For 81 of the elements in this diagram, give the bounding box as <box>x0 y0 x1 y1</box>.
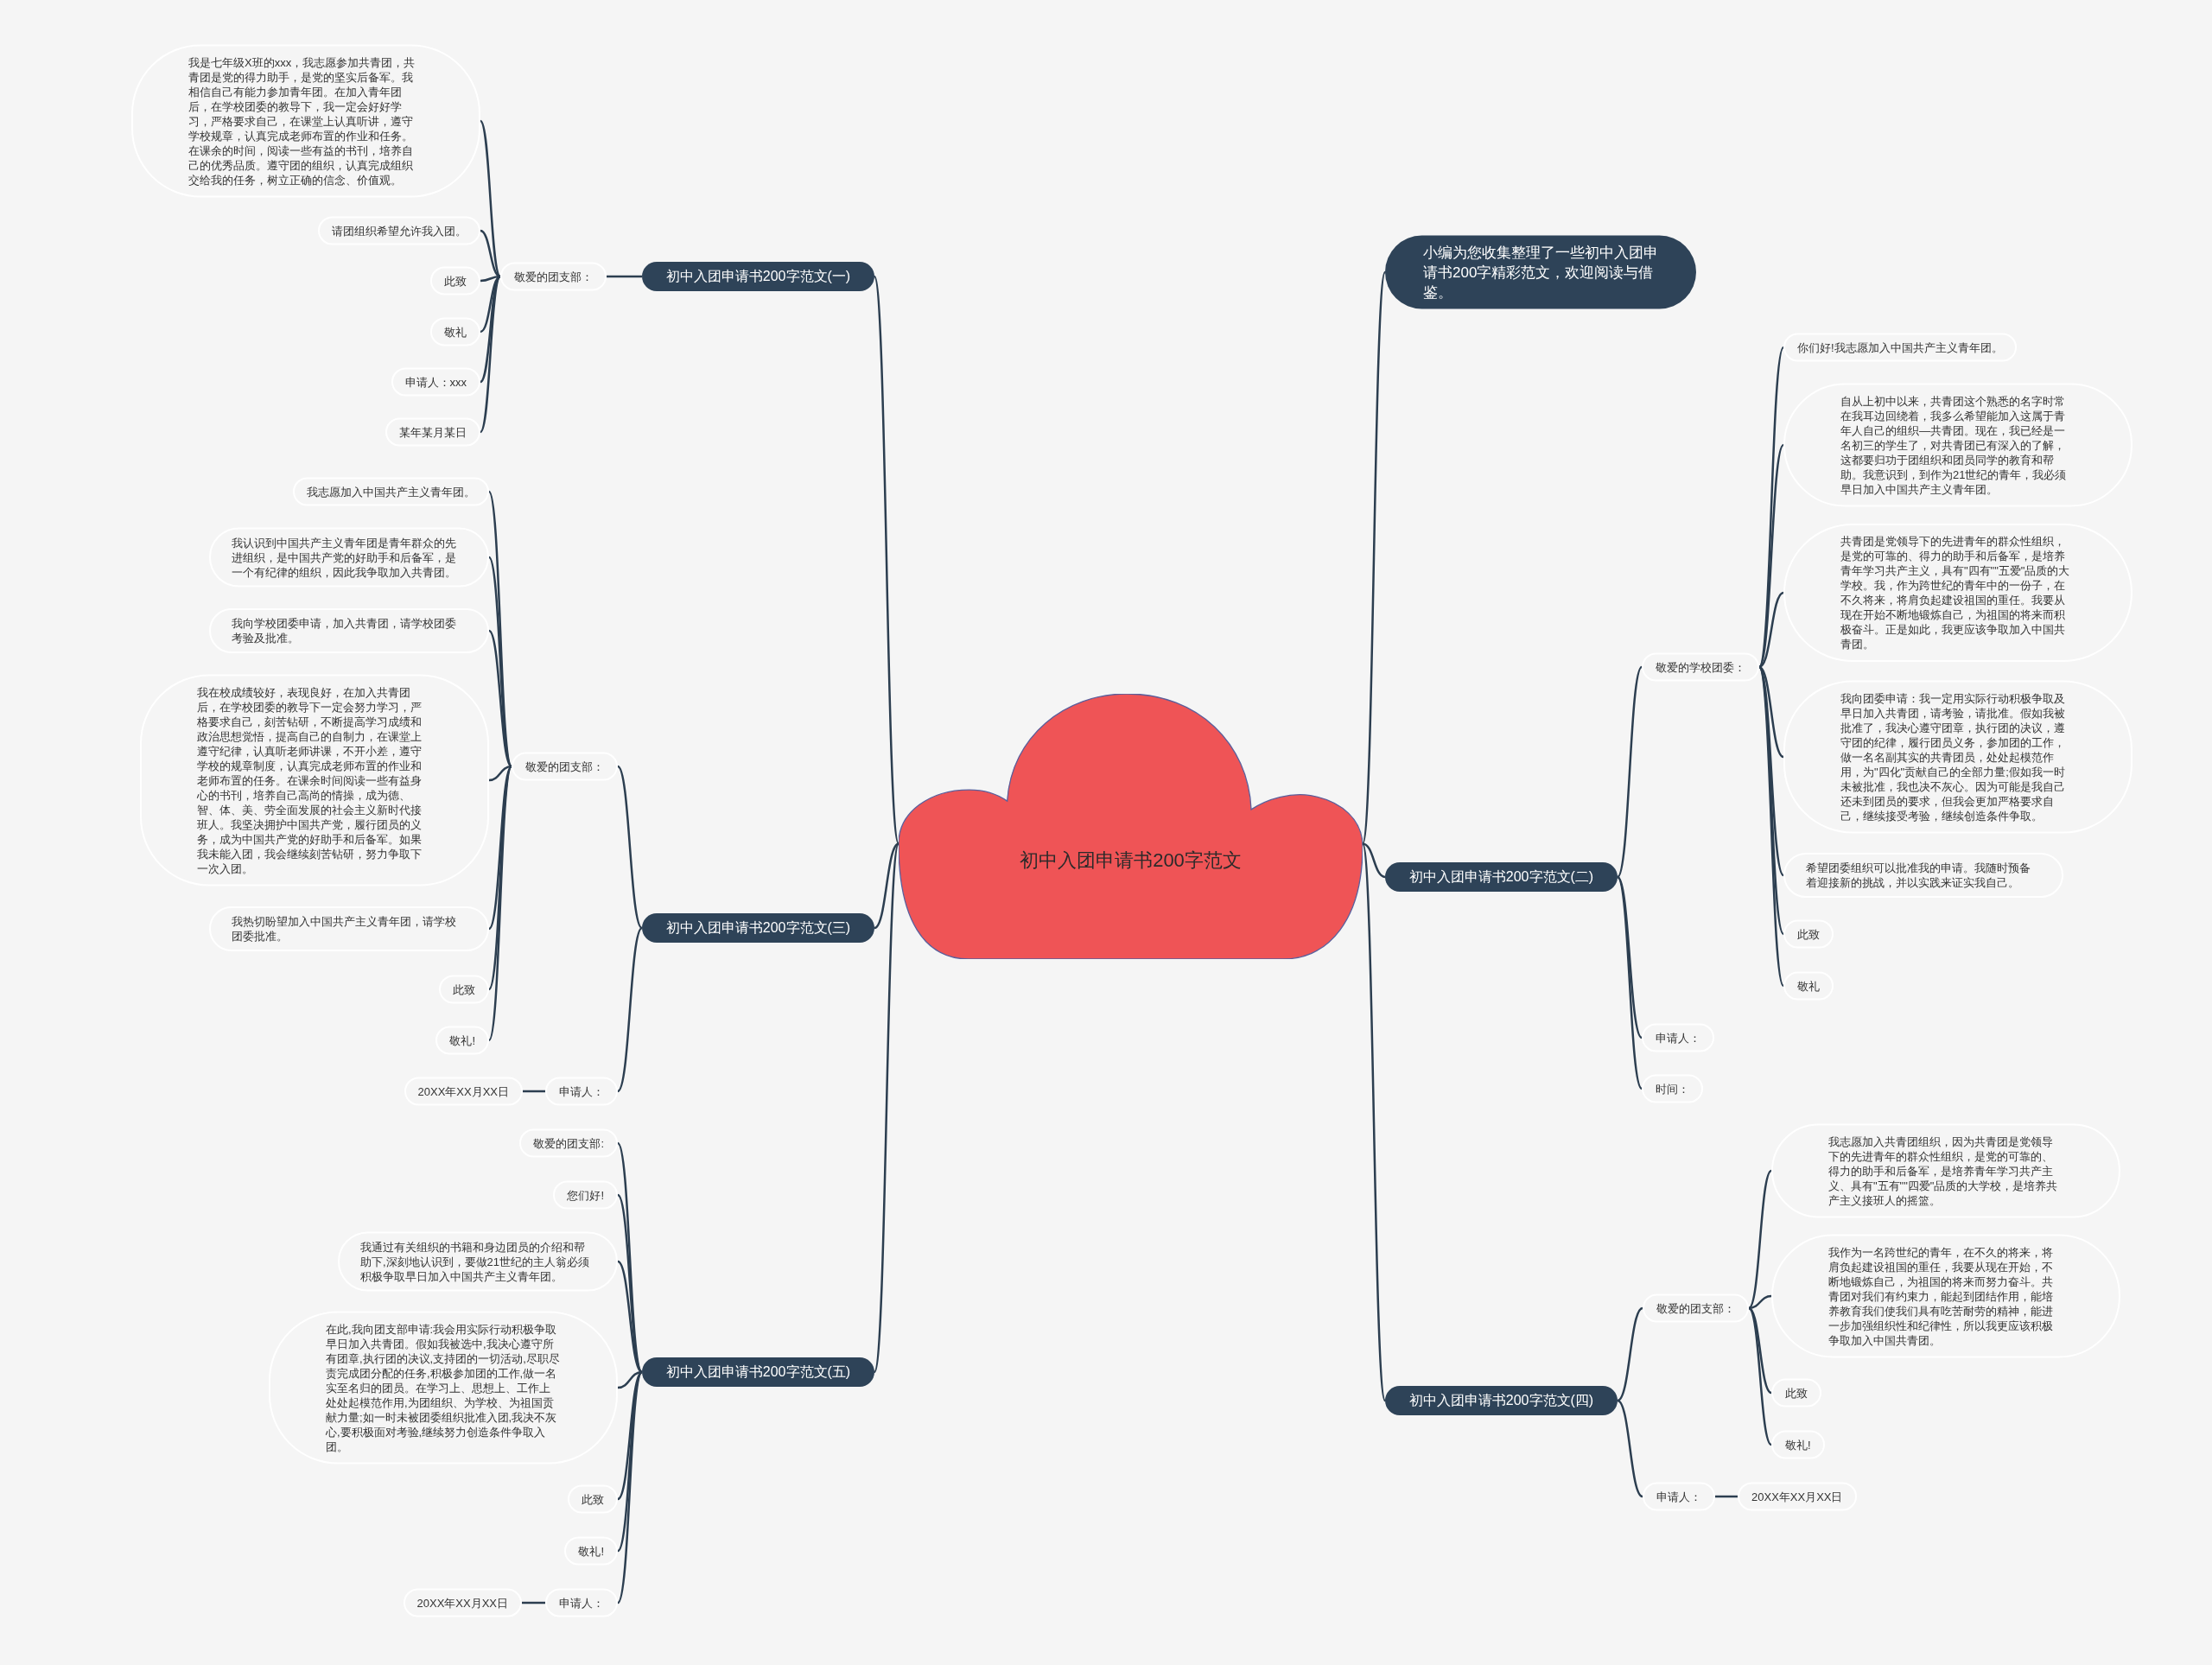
connector-line <box>1617 876 1643 1039</box>
connector-line <box>480 120 501 277</box>
topic-pill: 初中入团申请书200字范文(四) <box>1385 1386 1618 1415</box>
connector-line <box>1617 1399 1643 1498</box>
connector-line <box>617 1261 643 1373</box>
text-pill: 此致 <box>430 266 480 296</box>
text-pill: 此致 <box>1783 919 1834 949</box>
connector-line <box>1617 1306 1643 1402</box>
text-pill: 你们好!我志愿加入中国共产主义青年团。 <box>1783 333 2017 362</box>
text-pill: 我是七年级X班的xxx，我志愿参加共青团，共青团是党的得力助手，是党的坚实后备军。我相信自己有能力参加青年团。在加入青年团后，在学校团委的教导下，我一定会好好学习，严格要求自己，在课堂上认真听讲，遵守学校规章，认真完成老师布置的作业和任务。在课余的时间，阅读一些有益的书刊，培养自己的优秀品质。遵守团的组织，认真完成组织交给我的任务，树立正确的信念、价值观。 <box>131 44 480 198</box>
connector-line <box>488 766 512 930</box>
connector-line <box>617 766 643 929</box>
text-pill: 我志愿加入中国共产主义青年团。 <box>293 477 489 506</box>
text-pill: 请团组织希望允许我入团。 <box>318 216 480 245</box>
text-pill: 时间： <box>1642 1074 1703 1103</box>
topic-pill: 初中入团申请书200字范文(三) <box>642 913 874 943</box>
topic-pill: 小编为您收集整理了一些初中入团申请书200字精彩范文，欢迎阅读与借鉴。 <box>1385 235 1696 309</box>
text-pill: 此致 <box>568 1484 618 1514</box>
topic-pill: 初中入团申请书200字范文(五) <box>642 1357 874 1387</box>
connector-line <box>480 229 501 278</box>
text-pill: 敬礼 <box>1783 971 1834 1001</box>
text-pill: 敬礼! <box>435 1026 489 1055</box>
cloud-topic: 初中入团申请书200字范文 <box>899 694 1363 959</box>
text-pill: 敬礼! <box>1771 1430 1825 1459</box>
text-pill: 您们好! <box>553 1180 618 1210</box>
text-pill: 在此,我向团支部申请:我会用实际行动积极争取早日加入共青团。假如我被选中,我决心遵守所有团章,执行团的决议,支持团的一切活动,尽职尽责完成团分配的任务,积极参加团的工作,做一名实至名归的团员。在学习上、思想上、工作上处处起模范作用,为团组织、为学校、为祖国贡献力量;如一时未被团委组织批准入团,我决不灰心,要积极面对考验,继续努力创造条件争取入团。 <box>269 1311 618 1465</box>
connector-line <box>488 765 512 782</box>
text-pill: 敬爱的团支部： <box>500 262 607 291</box>
connector-line <box>617 1194 643 1373</box>
text-pill: 申请人： <box>545 1588 618 1617</box>
text-pill: 自从上初中以来，共青团这个熟悉的名字时常在我耳边回绕着，我多么希望能加入这属于青年人自己的组织—共青团。现在，我已经是一名初三的学生了，对共青团已有深入的了解，这都要归功于团组织和团员同学的教育和帮助。我意识到，到作为21世纪的青年，我必须早日加入中国共产主义青年团。 <box>1783 383 2133 507</box>
connector-line <box>1748 1170 1772 1309</box>
text-pill: 申请人：xxx <box>391 367 480 397</box>
text-pill: 敬爱的团支部: <box>519 1128 618 1158</box>
text-pill: 敬礼 <box>430 317 480 346</box>
connector-line <box>1758 591 1784 669</box>
text-pill: 此致 <box>1771 1378 1821 1408</box>
connector-line <box>616 1371 644 1604</box>
connector-line <box>1748 1307 1772 1446</box>
connector-line <box>1758 665 1784 759</box>
text-pill: 敬礼! <box>564 1536 618 1566</box>
text-pill: 我作为一名跨世纪的青年，在不久的将来，将肩负起建设祖国的重任，我要从现在开始，不断地锻炼自己，为祖国的将来而努力奋斗。共青团对我们有约束力，能起到团结作用，能培养教育我们使我们具有吃苦耐劳的精神，能进一步加强组织性和纪律性，所以我更应该积极争取加入中国共青团。 <box>1771 1234 2120 1358</box>
connector-line <box>522 1601 545 1605</box>
connector-line <box>617 927 643 1092</box>
text-pill: 我认识到中国共产主义青年团是青年群众的先进组织，是中国共产党的好助手和后备军，是一个有纪律的组织，因此我争取加入共青团。 <box>209 527 489 588</box>
text-pill: 我通过有关组织的书籍和身边团员的介绍和帮助下,深刻地认识到，要做21世纪的主人翁必须积极争取早日加入中国共产主义青年团。 <box>338 1231 618 1292</box>
text-pill: 某年某月某日 <box>385 417 480 447</box>
connector-line <box>1748 1294 1772 1310</box>
connector-line <box>1362 842 1386 879</box>
connector-line <box>480 276 501 433</box>
text-pill: 20XX年XX月XX日 <box>1738 1482 1857 1511</box>
text-pill: 我志愿加入共青团组织，因为共青团是党领导下的先进青年的群众性组织，是党的可靠的、得力的助手和后备军，是培养青年学习共产主义、具有"五有""四爱"品质的大学校，是培养共产主义接班人的摇篮。 <box>1771 1123 2120 1218</box>
text-pill: 敬爱的团支部： <box>512 752 618 781</box>
connector-line <box>1758 444 1785 668</box>
text-pill: 申请人： <box>545 1077 618 1106</box>
connector-line <box>1616 666 1643 878</box>
topic-pill: 初中入团申请书200字范文(二) <box>1385 862 1618 892</box>
text-pill: 申请人： <box>1643 1482 1715 1511</box>
text-pill: 申请人： <box>1642 1023 1714 1052</box>
text-pill: 敬爱的团支部： <box>1643 1293 1749 1323</box>
text-pill: 共青团是党领导下的先进青年的群众性组织，是党的可靠的、得力的助手和后备军，是培养青年学习共产主义，具有"四有""五爱"品质的大学校。我，作为跨世纪的青年中的一份子，在不久将来，将肩负起建设祖国的重任。我要从现在开始不断地锻炼自己，为祖国的将来而积极奋斗。正是如此，我更应该争取加入中国共青团。 <box>1783 524 2133 662</box>
text-pill: 20XX年XX月XX日 <box>403 1588 522 1617</box>
connector-line <box>1715 1495 1738 1498</box>
text-pill: 希望团委组织可以批准我的申请。我随时预备着迎接新的挑战，并以实践来证实我自己。 <box>1783 853 2063 898</box>
connector-line <box>1361 271 1387 844</box>
text-pill: 我热切盼望加入中国共产主义青年团，请学校团委批准。 <box>209 906 489 951</box>
text-pill: 此致 <box>439 975 489 1004</box>
text-pill: 敬爱的学校团委： <box>1642 652 1759 682</box>
connector-line <box>607 275 642 278</box>
text-pill: 我向学校团委申请，加入共青团，请学校团委考验及批准。 <box>209 608 489 653</box>
text-pill: 20XX年XX月XX日 <box>404 1077 523 1106</box>
connector-line <box>874 842 899 930</box>
connector-line <box>1616 876 1643 1090</box>
text-pill: 我在校成绩较好，表现良好，在加入共青团后，在学校团委的教导下一定会努力学习，严格要求自己，刻苦钻研，不断提高学习成绩和政治思想觉悟，提高自己的自制力，在课堂上遵守纪律，认真听老师讲课，不开小差，遵守学校的规章制度，认真完成老师布置的作业和老师布置的任务。在课余时间阅读一些有益身心的书刊，培养自己高尚的情操，成为德、智、体、美、劳全面发展的社会主义新时代接班人。我坚决拥护中国共产党，履行团员的义务，成为中国共产党的好助手和后备军。如果我未能入团，我会继续刻苦钻研，努力争取下一次入团。 <box>140 674 489 887</box>
connector-line <box>617 1371 643 1552</box>
connector-line <box>523 1090 545 1093</box>
connector-line <box>617 1370 643 1389</box>
connector-line <box>480 276 501 383</box>
connector-line <box>488 630 512 767</box>
topic-pill: 初中入团申请书200字范文(一) <box>642 262 874 291</box>
text-pill: 我向团委申请：我一定用实际行动积极争取及早日加入共青团，请考验，请批准。假如我被批准了，我决心遵守团章，执行团的决议，遵守团的纪律，履行团员义务，参加团的工作，做一名名副其实的共青团员，处处起模范作用，为"四化"贡献自己的全部力量;假如我一时未被批准，我也决不灰心。因为可能是我自己还未到团员的要求，但我会更加严格要求自己，继续接受考验，继续创造条件争取。 <box>1783 680 2133 834</box>
